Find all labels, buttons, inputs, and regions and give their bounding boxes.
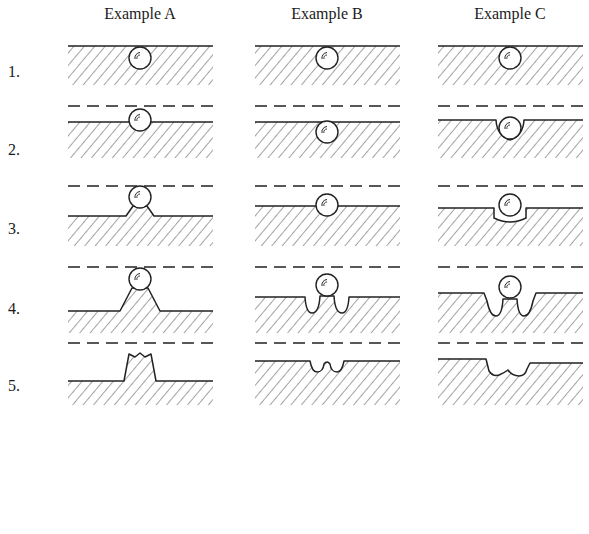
panel-c5 bbox=[433, 343, 588, 534]
row-number: 5. bbox=[8, 377, 20, 395]
original-surface bbox=[68, 105, 213, 107]
panel-a2 bbox=[63, 106, 218, 298]
particle bbox=[316, 194, 338, 216]
original-surface bbox=[438, 105, 583, 107]
original-surface bbox=[255, 105, 400, 107]
particle bbox=[316, 121, 338, 143]
particle bbox=[129, 47, 151, 69]
particle bbox=[129, 109, 151, 131]
original-surface bbox=[438, 266, 583, 268]
panel-b2 bbox=[250, 106, 405, 298]
solid-surface bbox=[255, 296, 400, 333]
original-surface bbox=[68, 342, 213, 344]
particle bbox=[129, 186, 151, 208]
column-header: Example A bbox=[104, 5, 176, 23]
row-number: 4. bbox=[8, 300, 20, 318]
column-header: Example B bbox=[291, 5, 363, 23]
particle bbox=[129, 268, 151, 290]
particle bbox=[316, 274, 338, 296]
particle bbox=[499, 276, 521, 298]
solid-surface bbox=[68, 46, 213, 85]
row-number: 2. bbox=[8, 141, 20, 159]
panel-c3 bbox=[433, 186, 588, 378]
row-number: 1. bbox=[8, 63, 20, 81]
panel-a3 bbox=[63, 186, 218, 378]
solid-surface bbox=[68, 206, 213, 246]
original-surface bbox=[255, 342, 400, 344]
particle bbox=[499, 194, 521, 216]
solid-surface bbox=[438, 46, 583, 85]
original-surface bbox=[438, 342, 583, 344]
solid-surface bbox=[68, 288, 213, 333]
solid-surface bbox=[438, 293, 583, 333]
particle bbox=[499, 47, 521, 69]
column-header: Example C bbox=[474, 5, 546, 23]
solid-surface bbox=[438, 359, 583, 405]
row-number: 3. bbox=[8, 220, 20, 238]
particle bbox=[316, 47, 338, 69]
panel-b5 bbox=[250, 343, 405, 534]
solid-surface bbox=[255, 46, 400, 85]
panel-c2 bbox=[433, 106, 588, 298]
panel-b3 bbox=[250, 186, 405, 378]
solid-surface bbox=[255, 361, 400, 405]
particle bbox=[499, 117, 521, 139]
solid-surface bbox=[255, 122, 400, 158]
original-surface bbox=[255, 185, 400, 187]
solid-surface bbox=[68, 353, 213, 405]
panel-a5 bbox=[63, 343, 218, 534]
original-surface bbox=[255, 266, 400, 268]
original-surface bbox=[438, 185, 583, 187]
